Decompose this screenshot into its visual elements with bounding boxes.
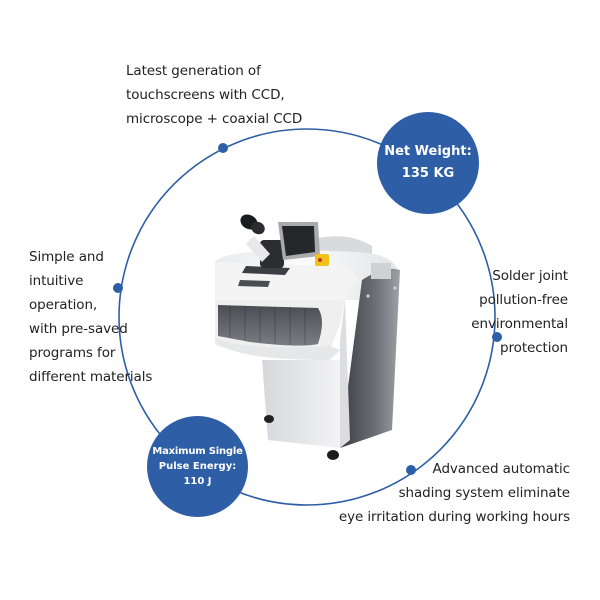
feature-touchscreen-ccd: Latest generation of touchscreens with C… — [126, 59, 302, 131]
pulse-energy-label-2: Pulse Energy: — [158, 461, 237, 472]
feature-simple-operation: Simple and intuitive operation, with pre… — [29, 245, 152, 389]
net-weight-badge: Net Weight: 135 KG — [377, 112, 479, 214]
net-weight-value: 135 KG — [401, 166, 455, 181]
feature-line: Simple and — [29, 249, 104, 265]
feature-line: with pre-saved — [29, 321, 128, 337]
dot-right — [492, 332, 502, 342]
feature-line: Solder joint — [492, 268, 568, 284]
feature-line: environmental — [471, 316, 568, 332]
feature-line: touchscreens with CCD, — [126, 87, 285, 103]
feature-line: programs for — [29, 345, 116, 361]
dot-bottom-right — [406, 465, 416, 475]
feature-line: pollution-free — [479, 292, 568, 308]
feature-line: intuitive — [29, 273, 84, 289]
dot-left — [113, 283, 123, 293]
feature-pollution-free: Solder joint pollution-free environmenta… — [471, 264, 568, 360]
feature-line: Latest generation of — [126, 63, 261, 79]
feature-auto-shading: Advanced automatic shading system elimin… — [339, 457, 570, 529]
feature-line: Advanced automatic — [432, 461, 571, 477]
dot-top — [218, 143, 228, 153]
net-weight-label: Net Weight: — [384, 144, 472, 159]
feature-line: eye irritation during working hours — [338, 509, 570, 525]
feature-line: microscope + coaxial CCD — [126, 111, 303, 127]
feature-line: shading system eliminate — [398, 485, 571, 501]
pulse-energy-label-1: Maximum Single — [152, 446, 243, 457]
pulse-energy-badge: Maximum Single Pulse Energy: 110 J — [147, 416, 248, 517]
feature-line: operation, — [29, 297, 98, 313]
feature-line: different materials — [29, 369, 153, 385]
feature-line: protection — [500, 340, 568, 356]
pulse-energy-value: 110 J — [183, 476, 212, 487]
